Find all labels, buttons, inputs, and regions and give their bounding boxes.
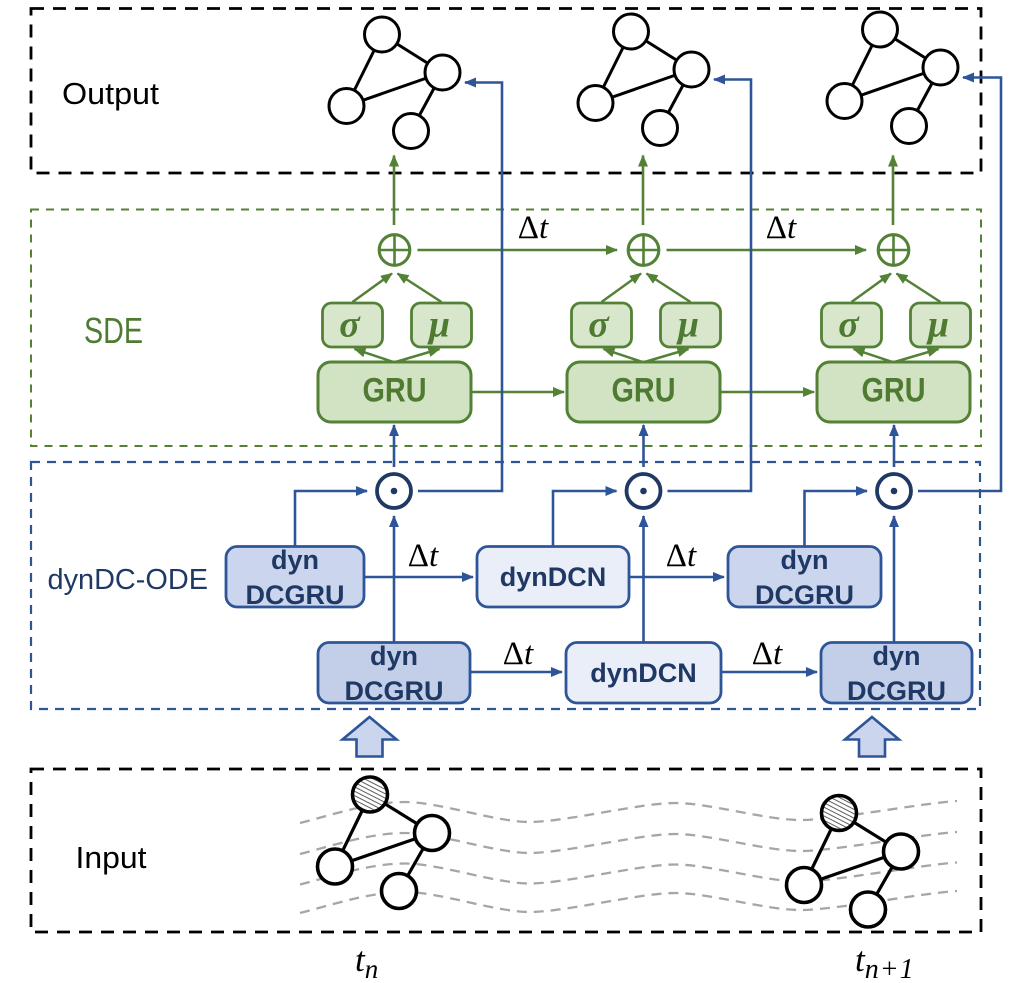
svg-text:GRU: GRU <box>862 372 926 410</box>
svg-text:Δt: Δt <box>752 636 783 672</box>
svg-text:Δt: Δt <box>666 538 697 574</box>
svg-text:μ: μ <box>926 304 949 346</box>
svg-text:Δt: Δt <box>766 210 797 246</box>
svg-text:dyn: dyn <box>370 641 418 671</box>
svg-text:dyn: dyn <box>271 545 319 575</box>
svg-text:Input: Input <box>76 840 147 875</box>
svg-text:Δt: Δt <box>503 636 534 672</box>
svg-text:σ: σ <box>838 304 860 346</box>
svg-text:Δt: Δt <box>408 538 439 574</box>
svg-text:SDE: SDE <box>84 310 143 351</box>
svg-text:dyn: dyn <box>780 545 828 575</box>
svg-text:GRU: GRU <box>612 372 676 410</box>
svg-text:dynDCN: dynDCN <box>500 562 607 592</box>
svg-text:dynDCN: dynDCN <box>590 658 697 688</box>
svg-text:Output: Output <box>62 76 159 111</box>
svg-text:μ: μ <box>427 304 450 346</box>
svg-text:σ: σ <box>588 304 610 346</box>
svg-text:μ: μ <box>676 304 699 346</box>
svg-text:σ: σ <box>339 304 361 346</box>
svg-text:DCGRU: DCGRU <box>345 676 444 706</box>
svg-text:dynDC-ODE: dynDC-ODE <box>48 564 209 596</box>
svg-text:DCGRU: DCGRU <box>847 676 946 706</box>
svg-text:DCGRU: DCGRU <box>755 580 854 610</box>
svg-text:GRU: GRU <box>363 372 427 410</box>
svg-text:dyn: dyn <box>872 641 920 671</box>
svg-text:Δt: Δt <box>518 210 549 246</box>
svg-text:DCGRU: DCGRU <box>246 580 345 610</box>
